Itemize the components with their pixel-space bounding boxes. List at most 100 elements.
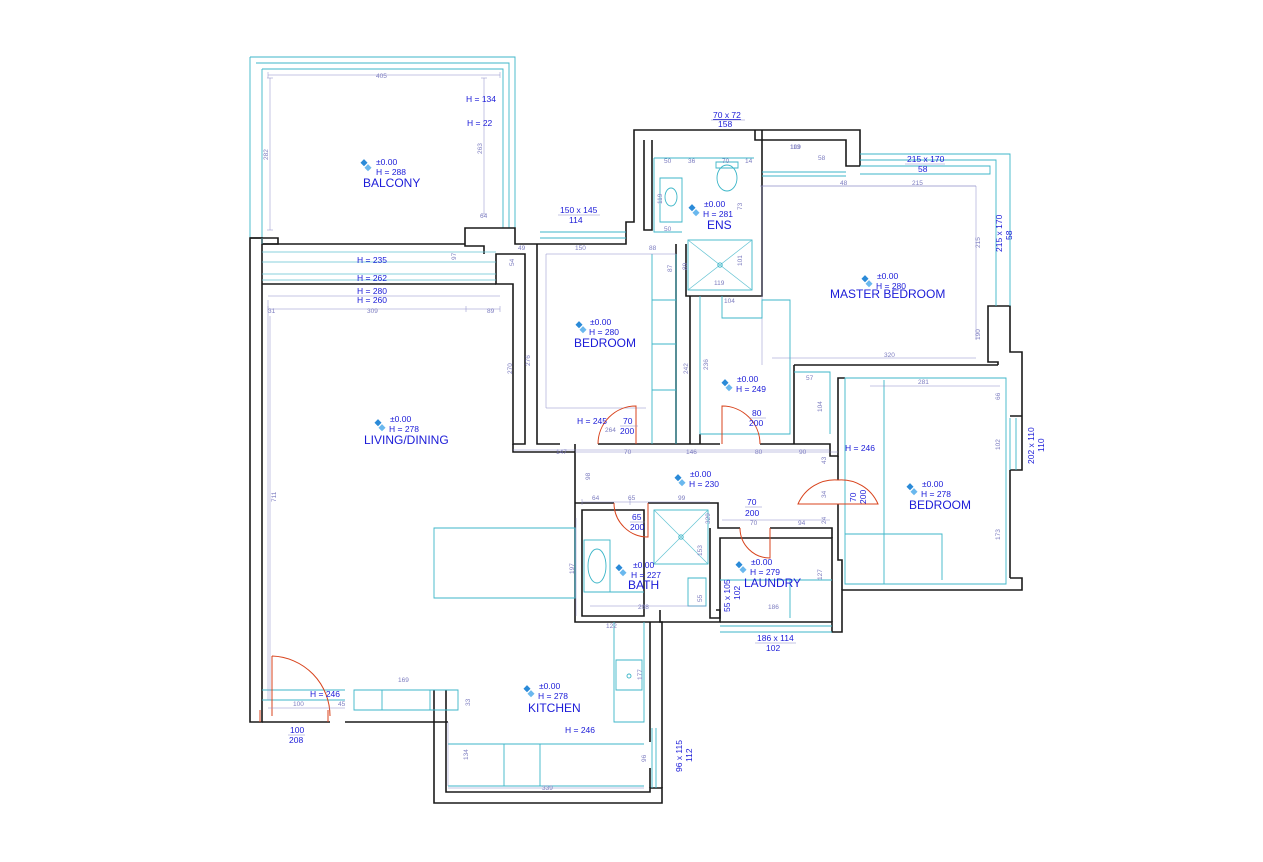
opening-size: 100 (290, 725, 304, 735)
dimension-value: 113 (790, 144, 801, 151)
height-label: H = 235 (357, 255, 387, 265)
dimension-value: 89 (682, 262, 689, 270)
dimension-value: 242 (683, 363, 690, 374)
height-labels: H = 134 H = 22 H = 235 H = 262 H = 280 H… (310, 94, 875, 735)
dimension-value: 146 (686, 449, 697, 456)
dimension-value: 119 (714, 280, 725, 287)
height-label: H = 246 (310, 689, 340, 699)
height-label: H = 260 (357, 295, 387, 305)
opening-sill: 114 (569, 215, 583, 225)
kitchen-level: ±0.00 (539, 681, 560, 691)
balcony-height: H = 288 (376, 167, 406, 177)
bedroom1-height: H = 280 (589, 327, 619, 337)
height-label: H = 262 (357, 273, 387, 283)
dimension-value: 276 (525, 355, 532, 366)
dimension-value: 73 (737, 202, 744, 210)
bedroom2-height: H = 278 (921, 489, 951, 499)
room-marker-icon (688, 204, 700, 217)
laundry-level: ±0.00 (751, 557, 772, 567)
dimension-value: 190 (975, 329, 982, 340)
dimension-value: 282 (263, 149, 270, 160)
dimension-value: 96 (641, 754, 648, 762)
dimension-value: 70 (624, 449, 632, 456)
dimension-value: 263 (477, 143, 484, 154)
opening-size: 215 x 170 (907, 154, 945, 164)
room-marker-icon (861, 275, 873, 288)
room-marker-icon (674, 474, 686, 487)
dimension-value: 87 (667, 264, 674, 272)
kitchen-name: KITCHEN (528, 701, 581, 715)
dimension-value: 48 (840, 180, 848, 187)
dimension-value: 49 (518, 245, 526, 252)
room-marker-icon (374, 419, 386, 432)
dimension-value: 281 (918, 379, 929, 386)
hall-height: H = 230 (689, 479, 719, 489)
dimension-value: 270 (507, 363, 514, 374)
dimension-value: 127 (817, 569, 824, 580)
balcony-level: ±0.00 (376, 157, 397, 167)
master-height: H = 280 (876, 281, 906, 291)
dimension-value: 98 (585, 472, 592, 480)
master-level: ±0.00 (877, 271, 898, 281)
room-marker-icon (721, 379, 733, 392)
dimension-value: 329 (705, 513, 712, 524)
opening-sill: 200 (858, 490, 868, 504)
dimension-value: 405 (376, 73, 387, 80)
dimension-value: 236 (703, 359, 710, 370)
dimension-value: 31 (268, 308, 276, 315)
dimension-value: 97 (451, 252, 458, 260)
dimension-value: 65 (628, 495, 636, 502)
dimension-value: 215 (975, 237, 982, 248)
living-name: LIVING/DINING (364, 433, 449, 447)
dimension-value: 90 (799, 449, 807, 456)
opening-sill: 200 (630, 522, 644, 532)
room-marker-icon (906, 483, 918, 496)
balcony-name: BALCONY (363, 176, 420, 190)
dimension-value: 169 (398, 677, 409, 684)
opening-size: 80 (752, 408, 762, 418)
ens-height: H = 281 (703, 209, 733, 219)
opening-sill: 58 (1004, 230, 1014, 240)
dimension-value: 711 (271, 491, 278, 502)
dimension-value: 197 (569, 563, 576, 574)
opening-sill: 200 (749, 418, 763, 428)
dimension-value: 186 (768, 604, 779, 611)
dimension-value: 80 (755, 449, 763, 456)
dimension-value: 64 (480, 213, 488, 220)
dimension-value: 147 (556, 449, 567, 456)
dimension-value: 309 (367, 308, 378, 315)
dimension-lines (267, 185, 1000, 789)
height-label: H = 280 (357, 286, 387, 296)
opening-size: 186 x 114 (757, 633, 794, 643)
room-marker-icon (360, 159, 372, 172)
bath-name: BATH (628, 578, 659, 592)
room-labels: ±0.00 H = 288 BALCONY ±0.00 H = 281 ENS … (360, 157, 971, 715)
opening-sill: 158 (718, 119, 732, 129)
bedroom1-name: BEDROOM (574, 336, 636, 350)
bedroom2-name: BEDROOM (909, 498, 971, 512)
dimension-value: 33 (465, 698, 472, 706)
room-marker-icon (575, 321, 587, 334)
height-label: H = 134 (466, 94, 496, 104)
opening-sill: 200 (745, 508, 759, 518)
dimension-value: 153 (697, 545, 704, 556)
dimension-value: 208 (638, 604, 649, 611)
dimension-value: 122 (606, 623, 617, 630)
dimension-value: 64 (592, 495, 600, 502)
opening-sill: 102 (766, 643, 780, 653)
dimension-value: 99 (678, 495, 686, 502)
bedroom2-level: ±0.00 (922, 479, 943, 489)
opening-size: 70 (747, 497, 757, 507)
opening-sill: 110 (1036, 438, 1046, 452)
dimension-value: 134 (463, 749, 470, 760)
opening-labels: 70 x 72 158 215 x 170 58 150 x 145 114 2… (288, 110, 1046, 772)
dimension-value: 119 (657, 193, 664, 204)
opening-sill: 102 (732, 586, 742, 600)
dimension-value: 36 (688, 158, 696, 165)
opening-size: 70 (623, 416, 633, 426)
opening-sill: 200 (620, 426, 634, 436)
dimension-value: 57 (806, 375, 814, 382)
bedroom1-level: ±0.00 (590, 317, 611, 327)
dimension-value: 109 (790, 144, 801, 151)
